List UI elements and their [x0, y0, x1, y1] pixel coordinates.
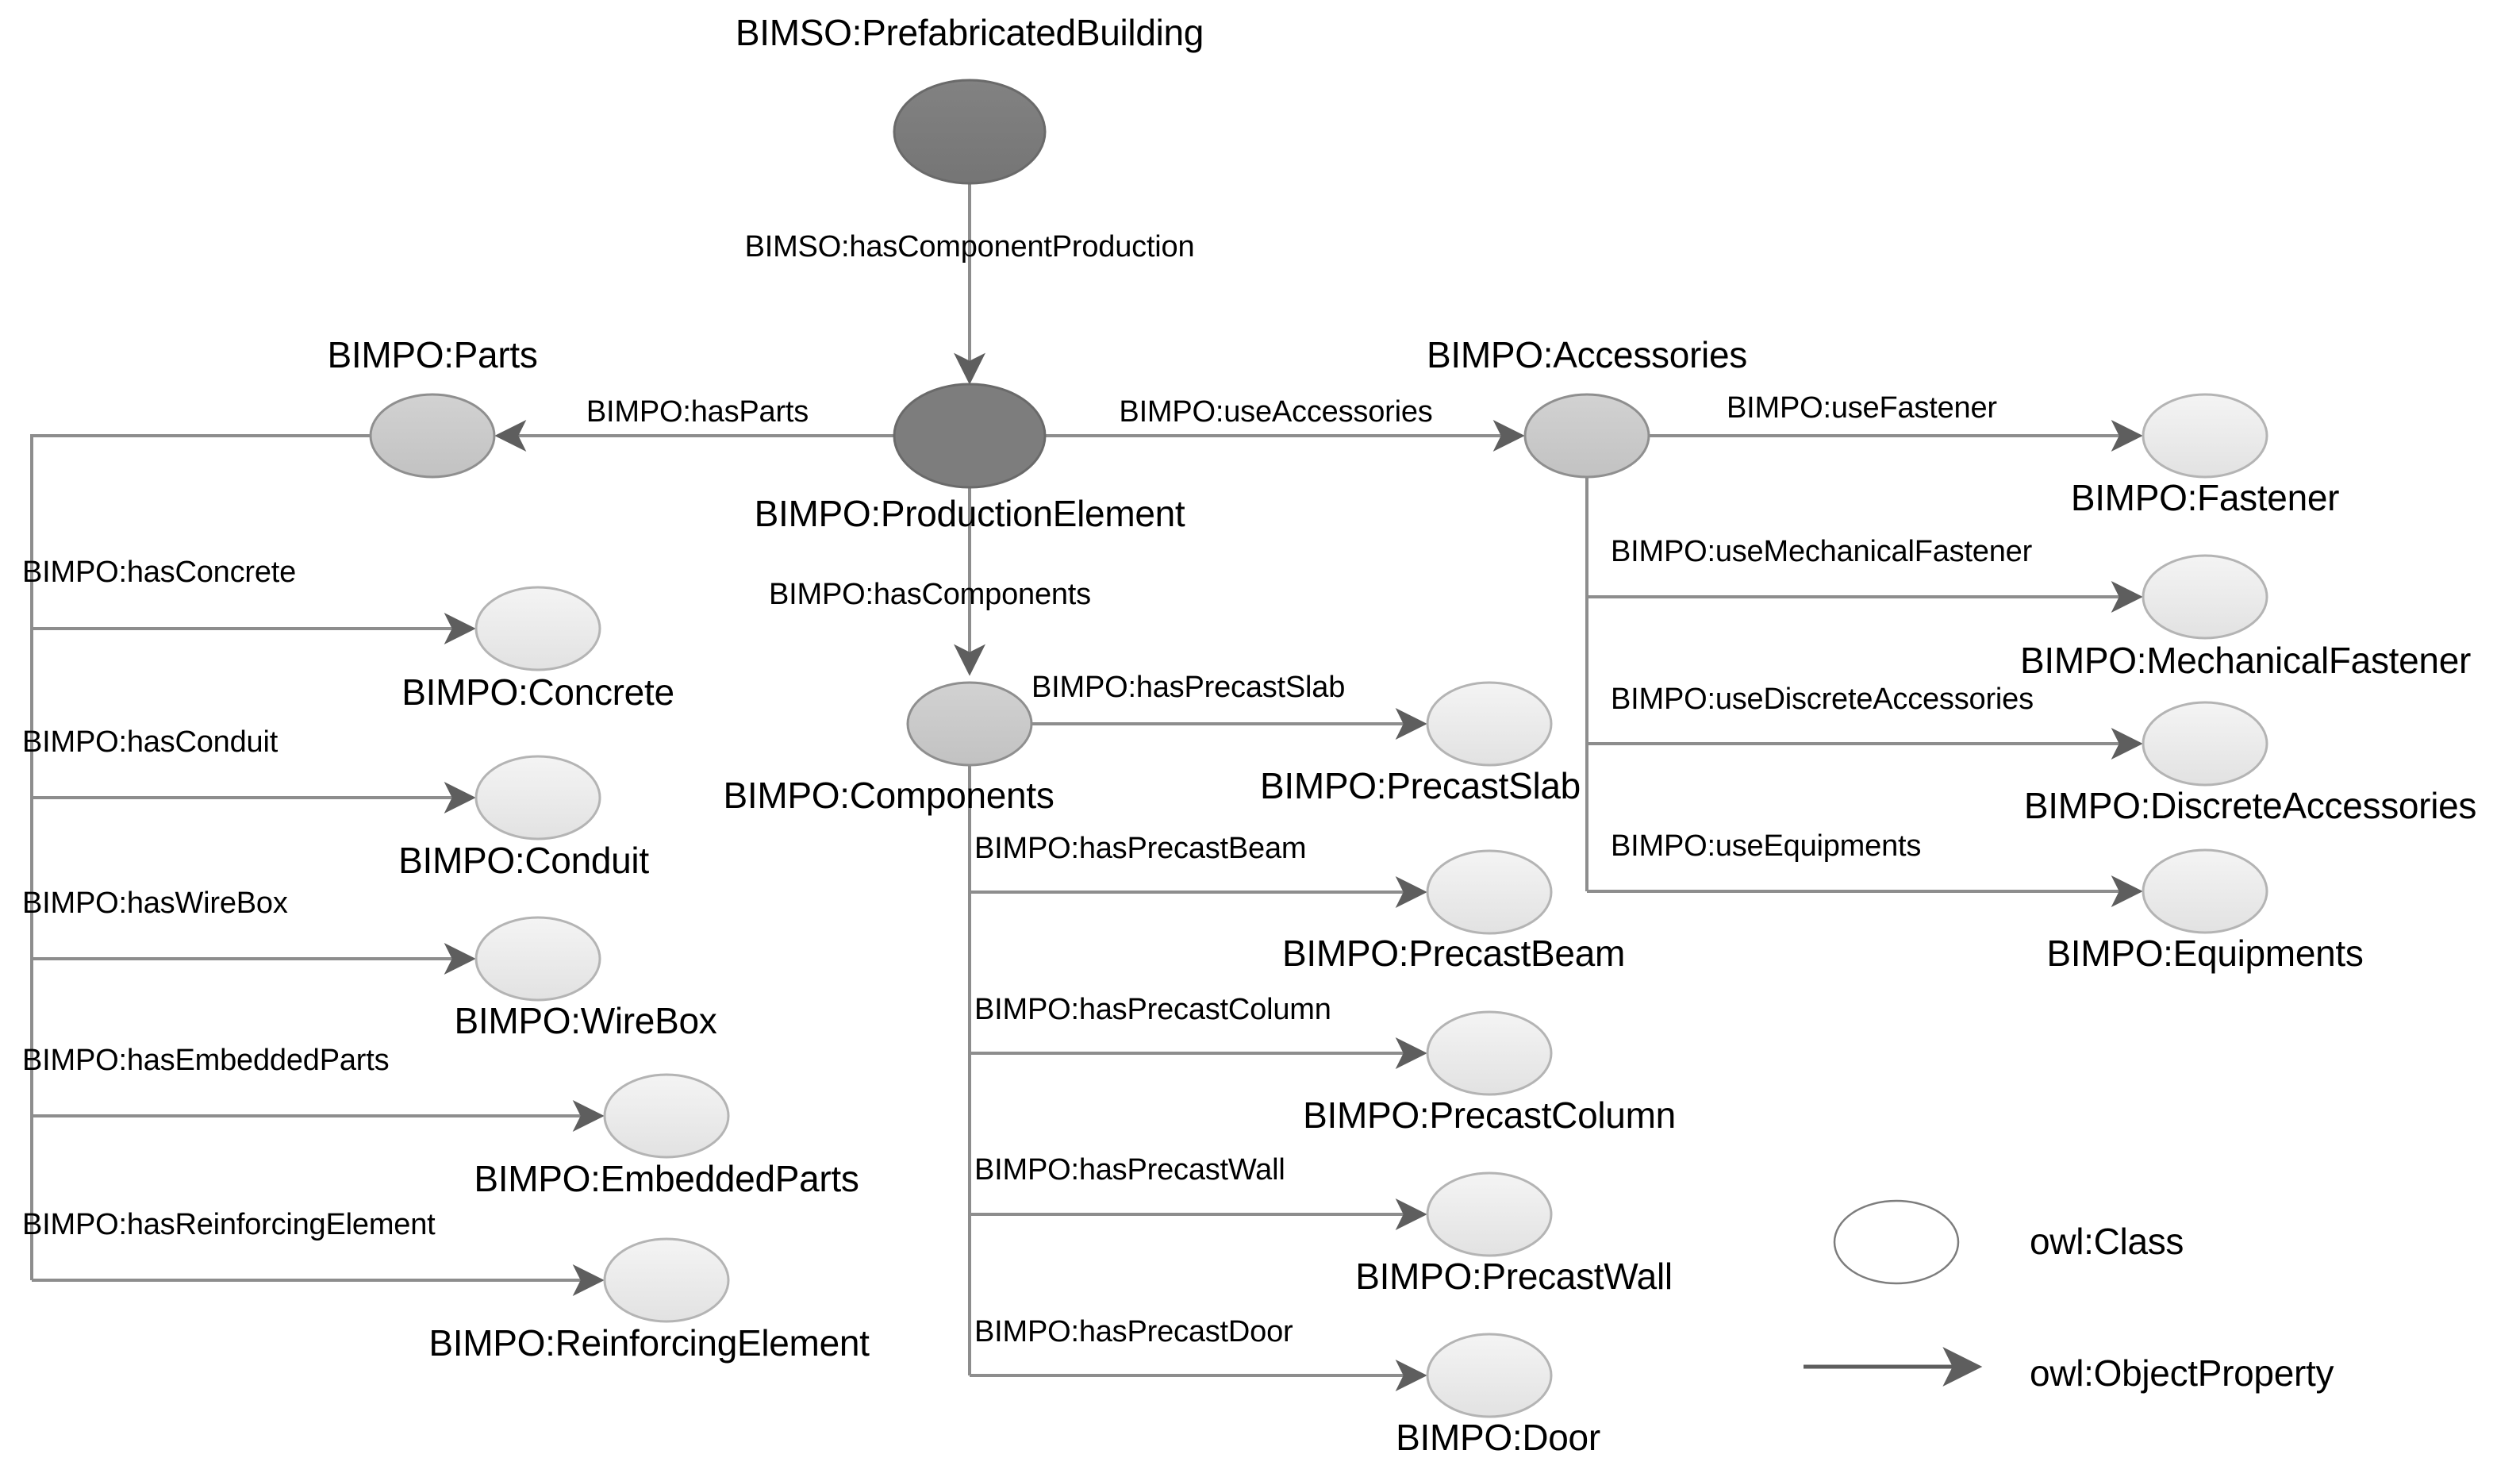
- node-label-precast-wall: BIMPO:PrecastWall: [1355, 1256, 1673, 1297]
- node-conduit[interactable]: [474, 755, 601, 841]
- node-components[interactable]: [906, 681, 1033, 767]
- edge-label-has-precast-beam: BIMPO:hasPrecastBeam: [974, 832, 1307, 865]
- edge-label-has-parts: BIMPO:hasParts: [586, 395, 809, 429]
- node-label-conduit: BIMPO:Conduit: [398, 840, 649, 881]
- node-label-precast-column: BIMPO:PrecastColumn: [1303, 1094, 1676, 1136]
- node-prefabricated-building[interactable]: [893, 79, 1047, 185]
- edge-label-has-precast-slab: BIMPO:hasPrecastSlab: [1031, 671, 1346, 704]
- node-mechanical-fastener[interactable]: [2142, 554, 2268, 640]
- edge-label-has-precast-wall: BIMPO:hasPrecastWall: [974, 1153, 1285, 1187]
- node-concrete[interactable]: [474, 586, 601, 671]
- node-label-equipments: BIMPO:Equipments: [2046, 933, 2364, 974]
- node-label-mechanical-fastener: BIMPO:MechanicalFastener: [2019, 640, 2472, 681]
- node-label-wirebox: BIMPO:WireBox: [454, 1000, 717, 1041]
- edge-label-use-accessories: BIMPO:useAccessories: [1119, 395, 1433, 429]
- edge-label-has-component-production: BIMSO:hasComponentProduction: [744, 230, 1195, 264]
- node-label-prefabricated-building: BIMSO:PrefabricatedBuilding: [735, 12, 1204, 53]
- edge-label-use-mechanical-fastener: BIMPO:useMechanicalFastener: [1611, 535, 2033, 568]
- node-accessories[interactable]: [1523, 393, 1650, 479]
- edge-label-has-components: BIMPO:hasComponents: [769, 578, 1091, 611]
- edge-label-has-conduit: BIMPO:hasConduit: [22, 725, 279, 759]
- node-label-fastener: BIMPO:Fastener: [2070, 477, 2340, 518]
- legend-owl-class-icon: [1833, 1199, 1960, 1285]
- edge-label-has-wirebox: BIMPO:hasWireBox: [22, 887, 288, 920]
- node-embedded-parts[interactable]: [603, 1073, 730, 1159]
- node-label-concrete: BIMPO:Concrete: [401, 671, 674, 713]
- edge-label-has-precast-column: BIMPO:hasPrecastColumn: [974, 993, 1331, 1026]
- node-precast-column[interactable]: [1426, 1010, 1553, 1096]
- node-label-components: BIMPO:Components: [723, 775, 1054, 816]
- edge-label-has-concrete: BIMPO:hasConcrete: [22, 556, 297, 589]
- node-label-discrete-accessories: BIMPO:DiscreteAccessories: [2023, 785, 2477, 826]
- edge-label-use-fastener: BIMPO:useFastener: [1727, 391, 1997, 425]
- node-fastener[interactable]: [2142, 393, 2268, 479]
- edge-label-use-equipments: BIMPO:useEquipments: [1611, 829, 1922, 863]
- node-label-accessories: BIMPO:Accessories: [1427, 334, 1747, 375]
- node-wirebox[interactable]: [474, 916, 601, 1002]
- edges-layer: [30, 183, 2143, 1391]
- legend-layer: [1804, 1199, 1983, 1387]
- node-precast-slab[interactable]: [1426, 681, 1553, 767]
- node-label-parts: BIMPO:Parts: [327, 334, 538, 375]
- node-label-reinforcing-element: BIMPO:ReinforcingElement: [428, 1322, 870, 1364]
- node-parts[interactable]: [369, 393, 496, 479]
- edge-label-has-precast-door: BIMPO:hasPrecastDoor: [974, 1315, 1293, 1348]
- edge-label-has-reinforcing-element: BIMPO:hasReinforcingElement: [22, 1208, 436, 1241]
- legend-label-owl-class: owl:Class: [2030, 1221, 2184, 1262]
- nodes-layer: [369, 79, 2268, 1418]
- node-production-element[interactable]: [893, 383, 1047, 489]
- node-label-precast-slab: BIMPO:PrecastSlab: [1260, 765, 1581, 806]
- edge-label-has-embedded-parts: BIMPO:hasEmbeddedParts: [22, 1044, 390, 1077]
- node-equipments[interactable]: [2142, 848, 2268, 934]
- parts-spine: [30, 434, 371, 1280]
- legend-label-owl-object-property: owl:ObjectProperty: [2030, 1352, 2334, 1394]
- node-precast-beam[interactable]: [1426, 849, 1553, 935]
- node-door[interactable]: [1426, 1333, 1553, 1418]
- node-label-door: BIMPO:Door: [1396, 1417, 1600, 1458]
- node-label-embedded-parts: BIMPO:EmbeddedParts: [474, 1158, 859, 1199]
- node-label-production-element: BIMPO:ProductionElement: [754, 493, 1185, 534]
- edge-label-use-discrete-accessories: BIMPO:useDiscreteAccessories: [1611, 683, 2034, 716]
- node-precast-wall[interactable]: [1426, 1171, 1553, 1257]
- node-reinforcing-element[interactable]: [603, 1237, 730, 1323]
- node-discrete-accessories[interactable]: [2142, 701, 2268, 787]
- node-label-precast-beam: BIMPO:PrecastBeam: [1281, 933, 1626, 974]
